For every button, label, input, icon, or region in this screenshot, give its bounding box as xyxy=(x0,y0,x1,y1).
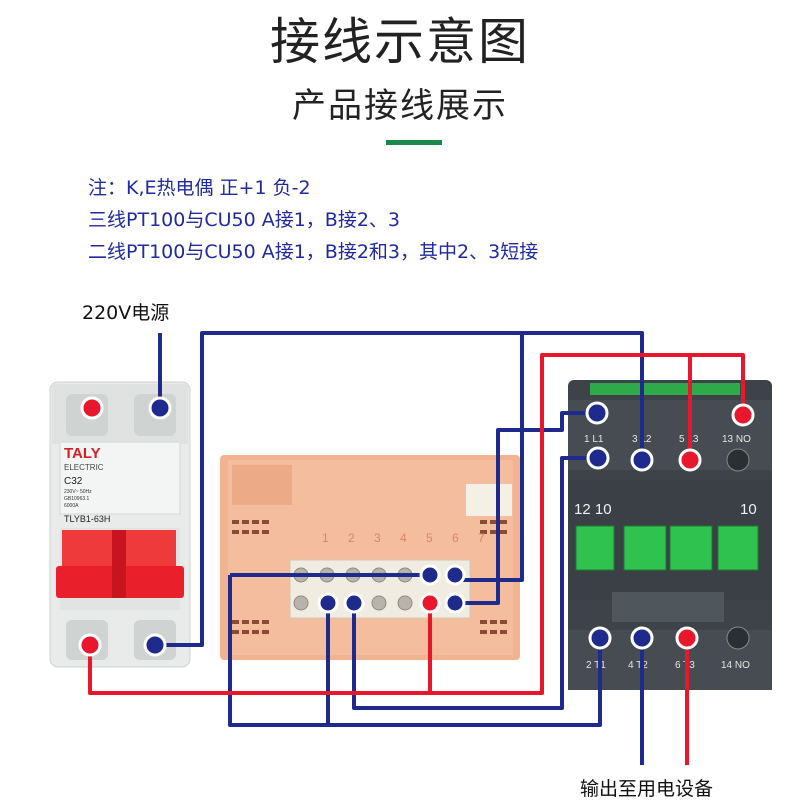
breaker-brand: TALY xyxy=(64,445,101,462)
ac-contactor: 1 L1 3 L2 5 L3 13 NO 12 10 10 2 T1 4 T2 … xyxy=(568,380,772,690)
contactor-top-label: 1 L1 xyxy=(584,434,604,445)
wire-blue xyxy=(522,331,644,460)
temperature-controller: 1 2 3 4 5 6 7 xyxy=(220,455,520,660)
terminal-blue xyxy=(444,592,466,614)
terminal-red xyxy=(731,403,755,427)
terminal-blue xyxy=(143,633,167,657)
terminal-number: 5 xyxy=(426,531,433,545)
wire-blue xyxy=(228,575,330,727)
wire-blue xyxy=(455,411,597,605)
terminal-blue xyxy=(630,626,654,650)
accent-divider xyxy=(386,140,442,145)
terminal-blue xyxy=(419,564,441,586)
note-line: 三线PT100与CU50 A接1，B接2、3 xyxy=(88,209,401,231)
breaker-model: TLYB1-63H xyxy=(64,514,110,524)
terminal-red xyxy=(80,396,104,420)
terminal-blue xyxy=(317,592,339,614)
terminal-number: 4 xyxy=(400,531,407,545)
terminal-number: 2 xyxy=(348,531,355,545)
terminal-blue xyxy=(343,592,365,614)
page-title: 接线示意图 xyxy=(270,13,530,71)
contactor-mid-label: 10 xyxy=(740,501,757,518)
power-source-label: 220V电源 xyxy=(82,302,170,324)
contactor-mid-label: 12 10 xyxy=(574,501,612,518)
terminal-number: 6 xyxy=(452,531,459,545)
breaker-sub: ELECTRIC xyxy=(64,463,104,472)
terminal-red xyxy=(675,626,699,650)
contactor-bottom-label: 14 NO xyxy=(721,660,750,671)
terminal-blue xyxy=(588,626,612,650)
terminal-red xyxy=(419,592,441,614)
note-line: 二线PT100与CU50 A接1，B接2和3，其中2、3短接 xyxy=(88,241,539,263)
wire-red xyxy=(88,353,745,695)
wire-blue xyxy=(352,456,598,710)
wire-blue xyxy=(328,638,602,727)
contactor-bottom-label: 4 T2 xyxy=(628,660,648,671)
terminal-blue xyxy=(586,446,610,470)
terminal-blue xyxy=(630,448,654,472)
terminal-red xyxy=(78,633,102,657)
terminal-blue xyxy=(148,396,172,420)
terminal-number: 3 xyxy=(374,531,381,545)
terminal-blue xyxy=(585,401,609,425)
output-device-label: 输出至用电设备 xyxy=(580,778,714,800)
circuit-breaker: TALY ELECTRIC C32 230V~ 50Hz GB10963.1 6… xyxy=(49,381,191,668)
contactor-bottom-label: 2 T1 xyxy=(586,660,606,671)
terminal-number: 1 xyxy=(322,531,329,545)
breaker-rating: C32 xyxy=(64,476,83,487)
breaker-spec: 6000A xyxy=(64,503,79,509)
page-subtitle: 产品接线展示 xyxy=(292,86,508,126)
wiring-notes: 注：K,E热电偶 正+1 负-2 三线PT100与CU50 A接1，B接2、3 … xyxy=(88,172,538,268)
breaker-spec: 230V~ 50Hz xyxy=(64,489,92,495)
contactor-top-label: 13 NO xyxy=(722,434,751,445)
wire-blue xyxy=(160,331,524,647)
note-line: 注：K,E热电偶 正+1 负-2 xyxy=(88,177,311,199)
terminal-red xyxy=(678,448,702,472)
terminal-number: 7 xyxy=(478,531,485,545)
terminal-blue xyxy=(444,564,466,586)
breaker-spec: GB10963.1 xyxy=(64,496,90,502)
